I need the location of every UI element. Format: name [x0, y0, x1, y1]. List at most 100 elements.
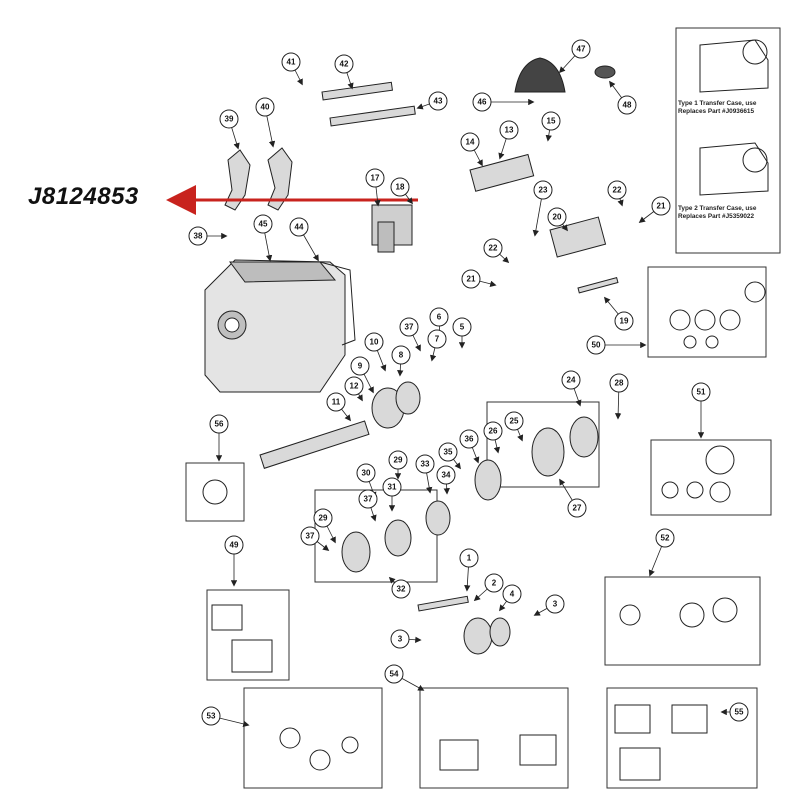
kit-contents	[202, 281, 766, 781]
gear-36	[474, 459, 502, 501]
callout-label-52: 52	[661, 534, 670, 543]
callout-label-37: 37	[364, 495, 373, 504]
callout-circle-12	[344, 376, 364, 396]
callout-circle-49	[224, 535, 244, 555]
callout-label-11: 11	[332, 398, 341, 407]
callout-label-4: 4	[510, 590, 515, 599]
kit-box-49	[206, 589, 290, 681]
callout-circle-1	[459, 548, 479, 568]
callout-label-30: 30	[362, 469, 371, 478]
callout-circle-50	[586, 335, 606, 355]
transfer-case-illustrations	[699, 39, 769, 196]
callout-circle-14	[460, 132, 480, 152]
kit-box-55	[606, 687, 758, 789]
callout-circle-20	[547, 207, 567, 227]
transfer-case-note-1: Type 1 Transfer Case, use Replaces Part …	[678, 100, 757, 115]
callout-circle-34	[436, 465, 456, 485]
callout-label-47: 47	[577, 45, 586, 54]
callout-circle-7	[427, 329, 447, 349]
callout-circle-9	[350, 356, 370, 376]
main-drive-gear-shaft	[469, 153, 535, 192]
callout-circle-42	[334, 54, 354, 74]
callout-label-14: 14	[466, 138, 475, 147]
callout-label-19: 19	[620, 317, 629, 326]
callout-circle-23	[533, 180, 553, 200]
callout-circle-2	[484, 573, 504, 593]
transfer-case-note-2: Type 2 Transfer Case, use Replaces Part …	[678, 205, 757, 220]
shift-plate	[594, 65, 616, 79]
shift-rail-43	[329, 105, 416, 127]
callout-circle-3	[390, 629, 410, 649]
callout-circle-47	[571, 39, 591, 59]
gear-31	[384, 519, 412, 557]
callout-circle-54	[384, 664, 404, 684]
callout-label-8: 8	[399, 351, 404, 360]
transfer-case-note-box	[675, 27, 781, 254]
callout-circle-13	[499, 120, 519, 140]
callout-label-41: 41	[287, 58, 296, 67]
callout-label-40: 40	[261, 103, 270, 112]
callout-label-44: 44	[295, 223, 304, 232]
callout-circle-21	[651, 196, 671, 216]
callout-circle-28	[609, 373, 629, 393]
shift-fork-40	[267, 147, 293, 211]
callout-label-36: 36	[465, 435, 474, 444]
callout-circle-31	[382, 477, 402, 497]
callout-circle-55	[729, 702, 749, 722]
callout-label-21: 21	[467, 275, 476, 284]
callout-circle-6	[429, 307, 449, 327]
callout-label-49: 49	[230, 541, 239, 550]
output-shaft	[259, 420, 370, 469]
callout-circle-8	[391, 345, 411, 365]
callout-label-27: 27	[573, 504, 582, 513]
callout-label-50: 50	[592, 341, 601, 350]
callout-circle-10	[364, 332, 384, 352]
callout-label-56: 56	[215, 420, 224, 429]
callouts: 1233456789101112131415171819202121222223…	[188, 39, 749, 727]
callout-label-5: 5	[460, 323, 465, 332]
callout-circle-32	[391, 579, 411, 599]
callout-circle-44	[289, 217, 309, 237]
callout-label-7: 7	[435, 335, 440, 344]
callout-circle-4	[502, 584, 522, 604]
callout-circle-46	[472, 92, 492, 112]
gear-33	[425, 500, 451, 536]
callout-circle-29	[388, 450, 408, 470]
callout-circle-33	[415, 454, 435, 474]
callout-circle-26	[483, 421, 503, 441]
callout-circle-19	[614, 311, 634, 331]
callout-circle-21	[461, 269, 481, 289]
callout-circle-22	[483, 238, 503, 258]
callout-circle-15	[541, 111, 561, 131]
callout-circle-36	[459, 429, 479, 449]
kit-box-52	[604, 576, 761, 666]
callout-label-54: 54	[390, 670, 399, 679]
callout-circle-11	[326, 392, 346, 412]
shift-rail-42	[321, 81, 393, 101]
callout-circle-22	[607, 180, 627, 200]
kit-box-51	[650, 439, 772, 516]
callout-label-43: 43	[434, 97, 443, 106]
callout-circle-48	[617, 95, 637, 115]
callout-label-24: 24	[567, 376, 576, 385]
callout-label-37: 37	[306, 532, 315, 541]
callout-circle-38	[188, 226, 208, 246]
mechanical-parts	[204, 57, 619, 655]
callout-label-51: 51	[697, 388, 706, 397]
callout-circle-53	[201, 706, 221, 726]
countershaft-pin	[577, 277, 619, 294]
callout-circle-5	[452, 317, 472, 337]
callout-circle-24	[561, 370, 581, 390]
callout-label-55: 55	[735, 708, 744, 717]
callout-circle-3	[545, 594, 565, 614]
reverse-idler-gear	[463, 617, 493, 655]
callout-label-1: 1	[467, 554, 472, 563]
callout-circle-56	[209, 414, 229, 434]
callout-label-22: 22	[489, 244, 498, 253]
callout-label-28: 28	[615, 379, 624, 388]
callout-label-35: 35	[444, 448, 453, 457]
reverse-idler-shaft	[417, 595, 469, 612]
callout-label-10: 10	[370, 338, 379, 347]
callout-label-39: 39	[225, 115, 234, 124]
